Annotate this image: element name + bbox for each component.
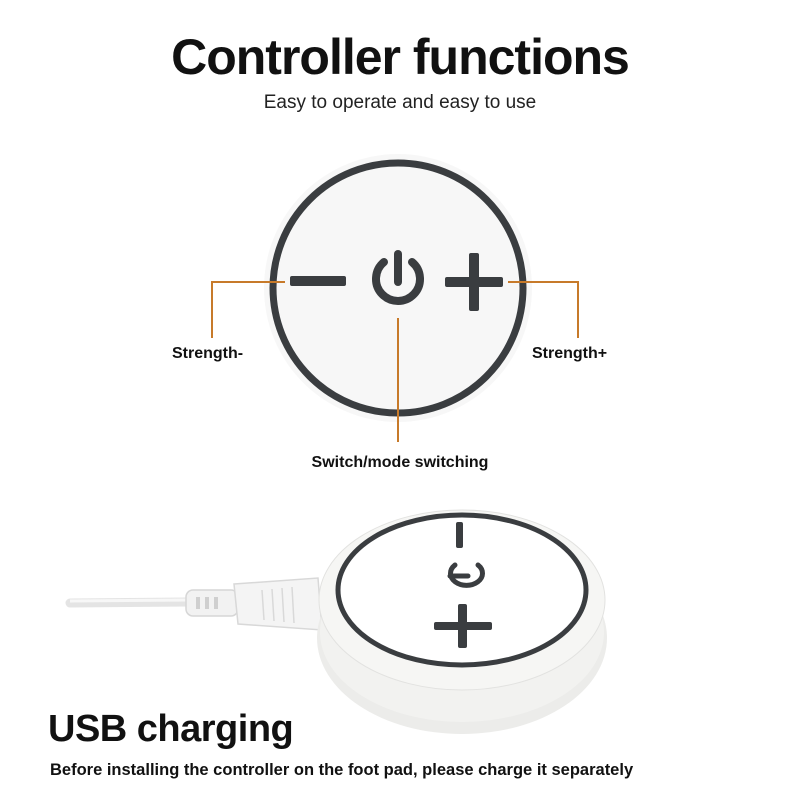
controller-face xyxy=(264,154,532,422)
usb-cable xyxy=(65,577,323,631)
power-icon xyxy=(372,250,424,305)
label-power-switch: Switch/mode switching xyxy=(311,454,489,471)
page-subtitle: Easy to operate and easy to use xyxy=(263,92,537,113)
leader-lines xyxy=(211,281,579,442)
side-power-icon xyxy=(447,562,485,588)
controller-front-view xyxy=(264,154,532,422)
leader-line-plus xyxy=(508,281,579,338)
minus-icon xyxy=(290,276,346,286)
usb-charging-title: USB charging xyxy=(48,708,294,750)
plus-icon xyxy=(445,253,503,311)
side-plus-icon xyxy=(434,604,492,648)
leader-line-minus xyxy=(211,281,285,338)
usb-charging-note: Before installing the controller on the … xyxy=(50,761,634,779)
page-title: Controller functions xyxy=(171,29,630,85)
controller-side-ring xyxy=(335,512,589,668)
controller-side-view xyxy=(317,509,607,734)
label-strength-minus: Strength- xyxy=(172,345,244,362)
side-minus-icon xyxy=(456,522,463,548)
label-strength-plus: Strength+ xyxy=(532,345,608,362)
